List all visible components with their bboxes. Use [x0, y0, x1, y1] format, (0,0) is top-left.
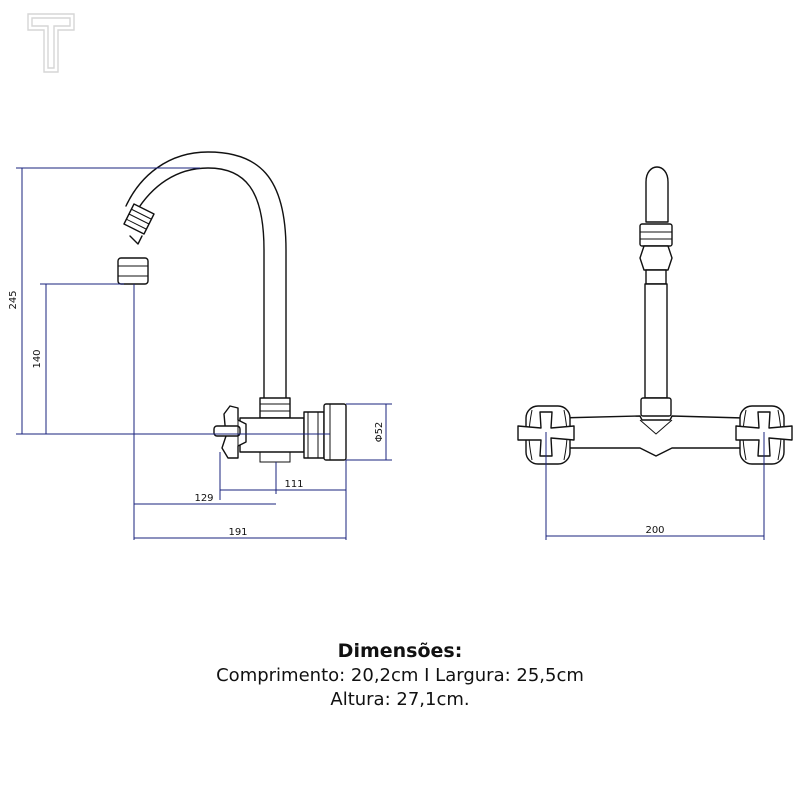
front-view-dimensions — [545, 432, 765, 540]
front-view: 200 — [517, 166, 793, 540]
dimensions-caption: Dimensões: Comprimento: 20,2cm I Largura… — [0, 638, 800, 712]
caption-length-width: Comprimento: 20,2cm I Largura: 25,5cm — [216, 665, 584, 686]
dim-label-body-to-wall: 111 — [284, 479, 303, 490]
caption-title: Dimensões: — [337, 640, 463, 662]
caption-height: Altura: 27,1cm. — [330, 689, 470, 710]
dim-label-overall-height: 245 — [8, 290, 19, 309]
spout-outline — [117, 151, 287, 399]
dim-label-handle-to-wall: 129 — [194, 493, 213, 504]
dim-label-width: 200 — [645, 525, 664, 536]
dim-label-body-diameter: Φ52 — [374, 422, 385, 443]
dim-label-outlet-height: 140 — [32, 349, 43, 368]
dim-label-total-reach: 191 — [228, 527, 247, 538]
front-body — [557, 415, 745, 457]
side-view-dimensions — [16, 167, 392, 540]
side-view-labels: 245 140 Φ52 111 129 191 — [8, 290, 385, 538]
valve-body — [239, 397, 347, 463]
front-spout — [639, 166, 673, 417]
side-view: 245 140 Φ52 111 129 191 — [8, 151, 392, 540]
brand-logo — [27, 13, 75, 73]
